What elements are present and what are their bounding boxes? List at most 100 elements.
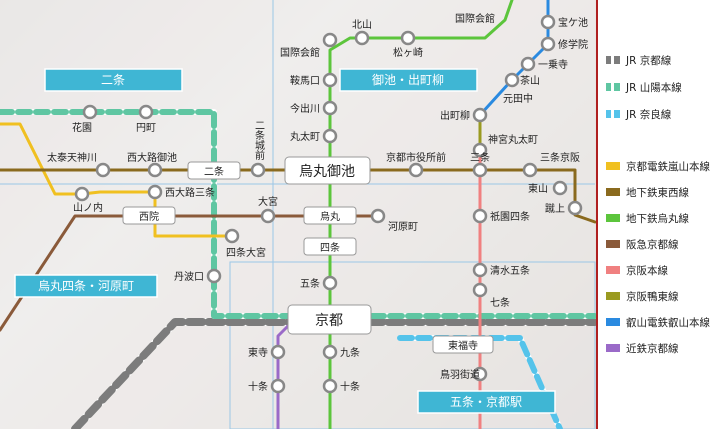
hub-karasuma[interactable]: 烏丸	[303, 206, 357, 225]
legend-swatch-gap	[611, 83, 614, 91]
station-labels: 北山 松ヶ崎 国際会館 国際会館 鞍馬口 今出川 丸太町 宝ケ池 修学院 一乗寺…	[47, 12, 588, 393]
station-gojo: 五条	[300, 277, 320, 290]
legend-item-1: JR 山陽本線	[606, 81, 682, 94]
area-label-gojo[interactable]: 五条・京都駅	[417, 390, 556, 414]
station-nishioji-sanjo: 西大路三条	[165, 186, 215, 199]
legend-label: 地下鉄東西線	[626, 186, 689, 199]
legend-item-5: 地下鉄烏丸線	[606, 212, 689, 225]
svg-text:京都: 京都	[315, 313, 343, 329]
station-kuramaguchi: 鞍馬口	[290, 74, 320, 87]
legend-swatch-gap	[611, 110, 614, 118]
area-label-karasuma-shijo[interactable]: 烏丸四条・河原町	[14, 274, 158, 298]
station-emmachi: 円町	[136, 123, 156, 134]
legend-item-8: 京阪鴨東線	[606, 290, 679, 303]
svg-text:烏丸御池: 烏丸御池	[299, 163, 355, 180]
station-kokusai-kaikan: 国際会館	[280, 46, 320, 59]
svg-text:御池・出町柳: 御池・出町柳	[372, 72, 444, 87]
station-higashiyama: 東山	[528, 182, 548, 195]
station-jujo-kintetsu: 十条	[248, 380, 268, 393]
legend-item-4: 地下鉄東西線	[606, 186, 689, 199]
hub-nijo[interactable]: 二条	[187, 161, 241, 180]
area-label-nijo[interactable]: 二条	[44, 68, 183, 92]
randen-line	[0, 122, 234, 238]
legend-item-3: 京都電鉄嵐山本線	[606, 160, 710, 173]
legend-swatch	[606, 188, 620, 196]
station-kiyomizu-gojo: 清水五条	[490, 264, 530, 277]
station-markers	[74, 14, 583, 394]
hub-karasuma-oike[interactable]: 烏丸御池	[284, 156, 371, 185]
legend-item-10: 近鉄京都線	[606, 342, 679, 355]
hub-tofukuji[interactable]: 東福寺	[432, 335, 494, 354]
legend-item-9: 叡山電鉄叡山本線	[606, 316, 710, 329]
station-toji: 東寺	[248, 346, 268, 359]
legend-label: 近鉄京都線	[626, 342, 679, 355]
station-kyoto-shiyakusho-mae: 京都市役所前	[386, 151, 446, 164]
svg-text:烏丸四条・河原町: 烏丸四条・河原町	[38, 279, 134, 293]
legend-item-7: 京阪本線	[606, 264, 668, 277]
hub-kyoto[interactable]: 京都	[287, 304, 372, 335]
jr-sanyo-line-dash	[0, 109, 598, 319]
station-gion-shijo: 祇園四条	[490, 210, 530, 223]
station-omiya: 大宮	[258, 195, 278, 208]
station-mototanaka: 元田中	[503, 92, 533, 105]
station-nishioji-oike: 西大路御池	[127, 151, 177, 164]
station-kawaramachi: 河原町	[388, 221, 418, 233]
karasuma-line	[328, 0, 514, 429]
station-keage: 蹴上	[545, 202, 565, 215]
station-sanjo-keihan: 三条京阪	[540, 151, 580, 164]
station-tambaguchi: 丹波口	[174, 270, 204, 283]
legend-label: JR 京都線	[625, 54, 672, 67]
svg-text:烏丸: 烏丸	[320, 210, 340, 223]
station-chayama: 茶山	[520, 74, 540, 87]
svg-text:四条: 四条	[320, 241, 340, 254]
legend-swatch	[606, 162, 620, 170]
svg-text:東福寺: 東福寺	[448, 339, 478, 352]
station-jingu-marutamachi: 神宮丸太町	[488, 133, 538, 146]
station-jujo: 十条	[340, 380, 360, 393]
hub-shijo[interactable]: 四条	[303, 237, 357, 256]
station-sanjo: 三条	[470, 151, 490, 164]
station-demachiyanagi: 出町柳	[440, 109, 470, 122]
station-nijojo-mae: 二条城前	[253, 120, 265, 161]
station-matsugasaki: 松ヶ崎	[393, 46, 423, 59]
legend-item-6: 阪急京都線	[606, 238, 679, 251]
legend-swatch-gap	[611, 56, 614, 64]
station-toba-kaido: 鳥羽街道	[440, 368, 480, 381]
station-taishi-uzumasa: 太泰天神川	[47, 151, 97, 164]
legend-label: 京都電鉄嵐山本線	[626, 160, 710, 173]
station-shichijo: 七条	[490, 296, 510, 309]
legend-swatch	[606, 318, 620, 326]
hub-nishiin[interactable]: 西院	[122, 206, 176, 225]
legend-item-2: JR 奈良線	[606, 108, 672, 121]
svg-text:二条: 二条	[204, 165, 224, 178]
svg-text:西院: 西院	[139, 210, 159, 223]
legend-item-0: JR 京都線	[606, 54, 672, 67]
station-marutamachi: 丸太町	[290, 130, 320, 143]
legend-swatch	[606, 344, 620, 352]
legend-swatch	[606, 292, 620, 300]
legend-label: 叡山電鉄叡山本線	[626, 316, 710, 329]
jr-kyoto-line-dash	[71, 318, 599, 429]
station-imadegawa: 今出川	[290, 102, 320, 115]
legend: JR 京都線 JR 山陽本線 JR 奈良線京都電鉄嵐山本線地下鉄東西線地下鉄烏丸線阪…	[596, 0, 713, 429]
station-hanazono: 花園	[72, 121, 92, 134]
station-shijo-omiya: 四条大宮	[226, 246, 266, 259]
legend-swatch	[606, 214, 620, 222]
area-label-oike[interactable]: 御池・出町柳	[339, 68, 478, 92]
legend-label: 地下鉄烏丸線	[626, 212, 689, 225]
legend-label: JR 奈良線	[625, 108, 672, 121]
station-kokusai-kaikan-top: 国際会館	[455, 12, 495, 25]
legend-swatch	[606, 240, 620, 248]
svg-text:二条: 二条	[101, 73, 125, 87]
station-kitayama: 北山	[352, 19, 372, 31]
legend-swatch	[606, 266, 620, 274]
legend-label: 京阪鴨東線	[626, 290, 679, 303]
station-ichijoji: 一乗寺	[538, 59, 568, 71]
legend-label: 阪急京都線	[626, 238, 679, 251]
legend-label: JR 山陽本線	[625, 81, 682, 94]
station-takaragaike: 宝ケ池	[558, 16, 588, 29]
kintetsu-line	[276, 320, 294, 429]
svg-text:五条・京都駅: 五条・京都駅	[450, 395, 522, 409]
